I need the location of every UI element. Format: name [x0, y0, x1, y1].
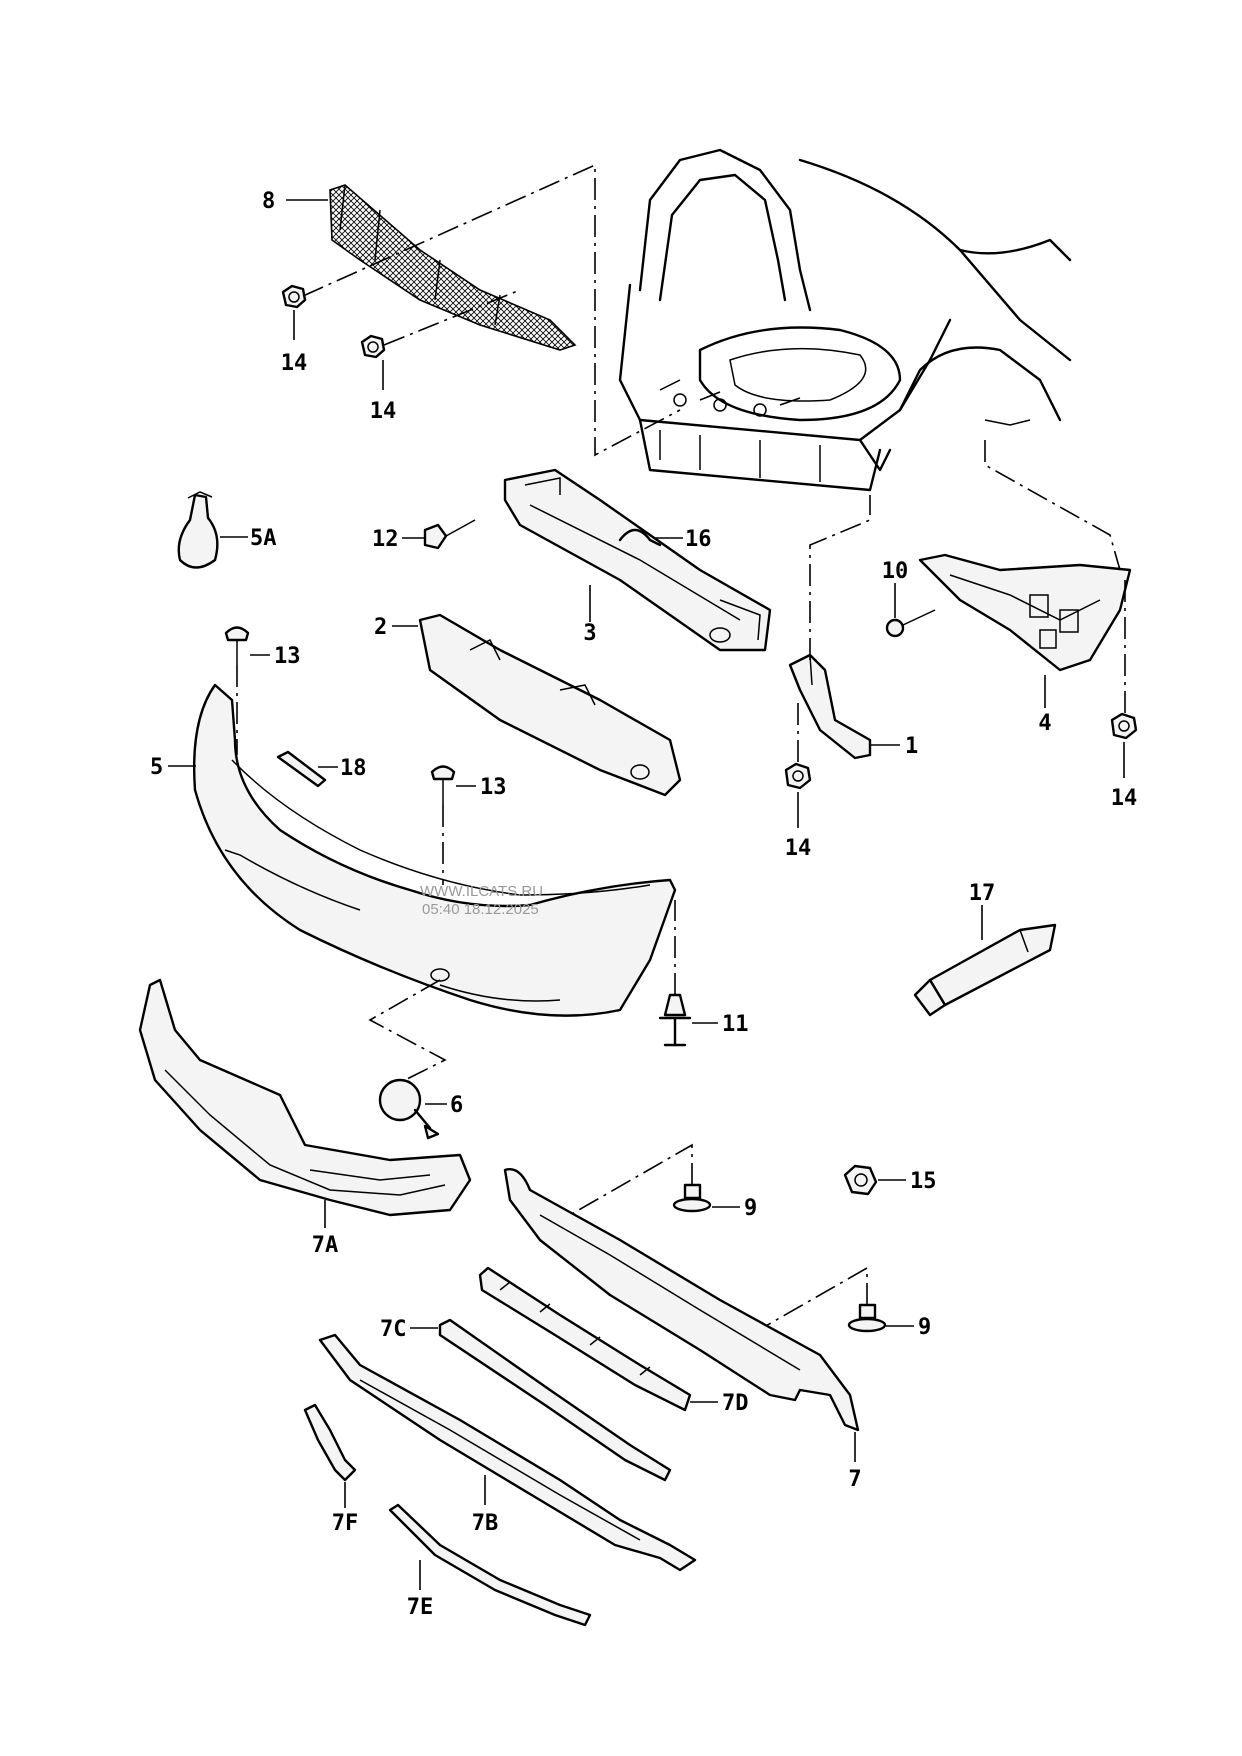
callout-2: 2 — [374, 615, 387, 640]
screw-10 — [885, 609, 936, 638]
callout-18: 18 — [340, 756, 367, 781]
callout-14-d: 14 — [1111, 786, 1138, 811]
nut-14-right — [1110, 712, 1138, 740]
callout-14-c: 14 — [785, 836, 812, 861]
callout-1: 1 — [905, 734, 918, 759]
callout-7a: 7A — [312, 1233, 339, 1258]
callout-3: 3 — [583, 621, 596, 646]
clip-16 — [618, 528, 662, 547]
callout-6: 6 — [450, 1093, 463, 1118]
part-1-bracket — [788, 653, 872, 760]
callout-7d: 7D — [722, 1391, 749, 1416]
assembly-line-1 — [809, 495, 871, 660]
assembly-line-6 — [368, 979, 447, 1081]
nut-14-top-b — [360, 334, 386, 359]
callout-14-a: 14 — [281, 351, 308, 376]
vehicle-body-rear — [618, 148, 1072, 492]
clip-9-b — [847, 1303, 887, 1333]
callout-7c: 7C — [380, 1317, 407, 1342]
part-4-side-bracket — [918, 553, 1132, 672]
part-6-cap — [378, 1078, 440, 1140]
screw-13-b — [430, 765, 456, 805]
part-2-energy-absorber — [418, 613, 682, 797]
callout-5: 5 — [150, 755, 163, 780]
assembly-line-top — [302, 163, 681, 457]
callout-7f: 7F — [332, 1511, 359, 1536]
part-3-bumper-carrier — [503, 468, 772, 652]
part-18-strip — [276, 750, 327, 788]
assembly-line-top-b — [383, 289, 521, 346]
part-7c-strip — [438, 1318, 672, 1482]
nut-15 — [843, 1164, 878, 1196]
callout-11: 11 — [722, 1012, 749, 1037]
part-7e-thin-strip — [388, 1503, 592, 1627]
part-8-grille — [329, 184, 577, 351]
callout-12: 12 — [372, 527, 399, 552]
callout-10: 10 — [882, 559, 909, 584]
callout-8: 8 — [262, 189, 275, 214]
screw-13-a — [224, 626, 250, 665]
assembly-line-4 — [984, 440, 1121, 571]
callout-15: 15 — [910, 1169, 937, 1194]
callout-7: 7 — [848, 1467, 861, 1492]
callout-13-a: 13 — [274, 644, 301, 669]
part-7d-trim — [478, 1266, 692, 1412]
nut-14-top-a — [281, 284, 307, 309]
callout-16: 16 — [685, 527, 712, 552]
part-5-bumper-cover — [192, 683, 677, 1017]
callout-17: 17 — [969, 881, 996, 906]
callout-7b: 7B — [472, 1511, 499, 1536]
part-7a-lower-spoiler — [138, 978, 472, 1217]
nut-14-mid — [784, 762, 812, 790]
callout-5a: 5A — [250, 526, 277, 551]
watermark-line-1: WWW.ILCATS.RU — [420, 883, 543, 900]
rivet-11 — [658, 993, 692, 1047]
part-17-tube — [913, 923, 1057, 1017]
part-7f-small-trim — [303, 1403, 357, 1482]
part-7b-lower-trim — [318, 1333, 697, 1572]
assembly-line-9-a — [569, 1143, 693, 1216]
clip-9-a — [672, 1183, 712, 1213]
callout-7e: 7E — [407, 1595, 434, 1620]
assembly-line-9-b — [749, 1266, 868, 1336]
watermark-line-2: 05:40 18.12.2025 — [422, 901, 539, 918]
callout-9-b: 9 — [918, 1315, 931, 1340]
callout-9-a: 9 — [744, 1196, 757, 1221]
screw-12 — [423, 519, 476, 550]
part-5a-bag — [177, 491, 219, 569]
callout-4: 4 — [1038, 711, 1051, 736]
callout-13-b: 13 — [480, 775, 507, 800]
callout-14-b: 14 — [370, 399, 397, 424]
part-7-diffuser — [503, 1168, 860, 1432]
